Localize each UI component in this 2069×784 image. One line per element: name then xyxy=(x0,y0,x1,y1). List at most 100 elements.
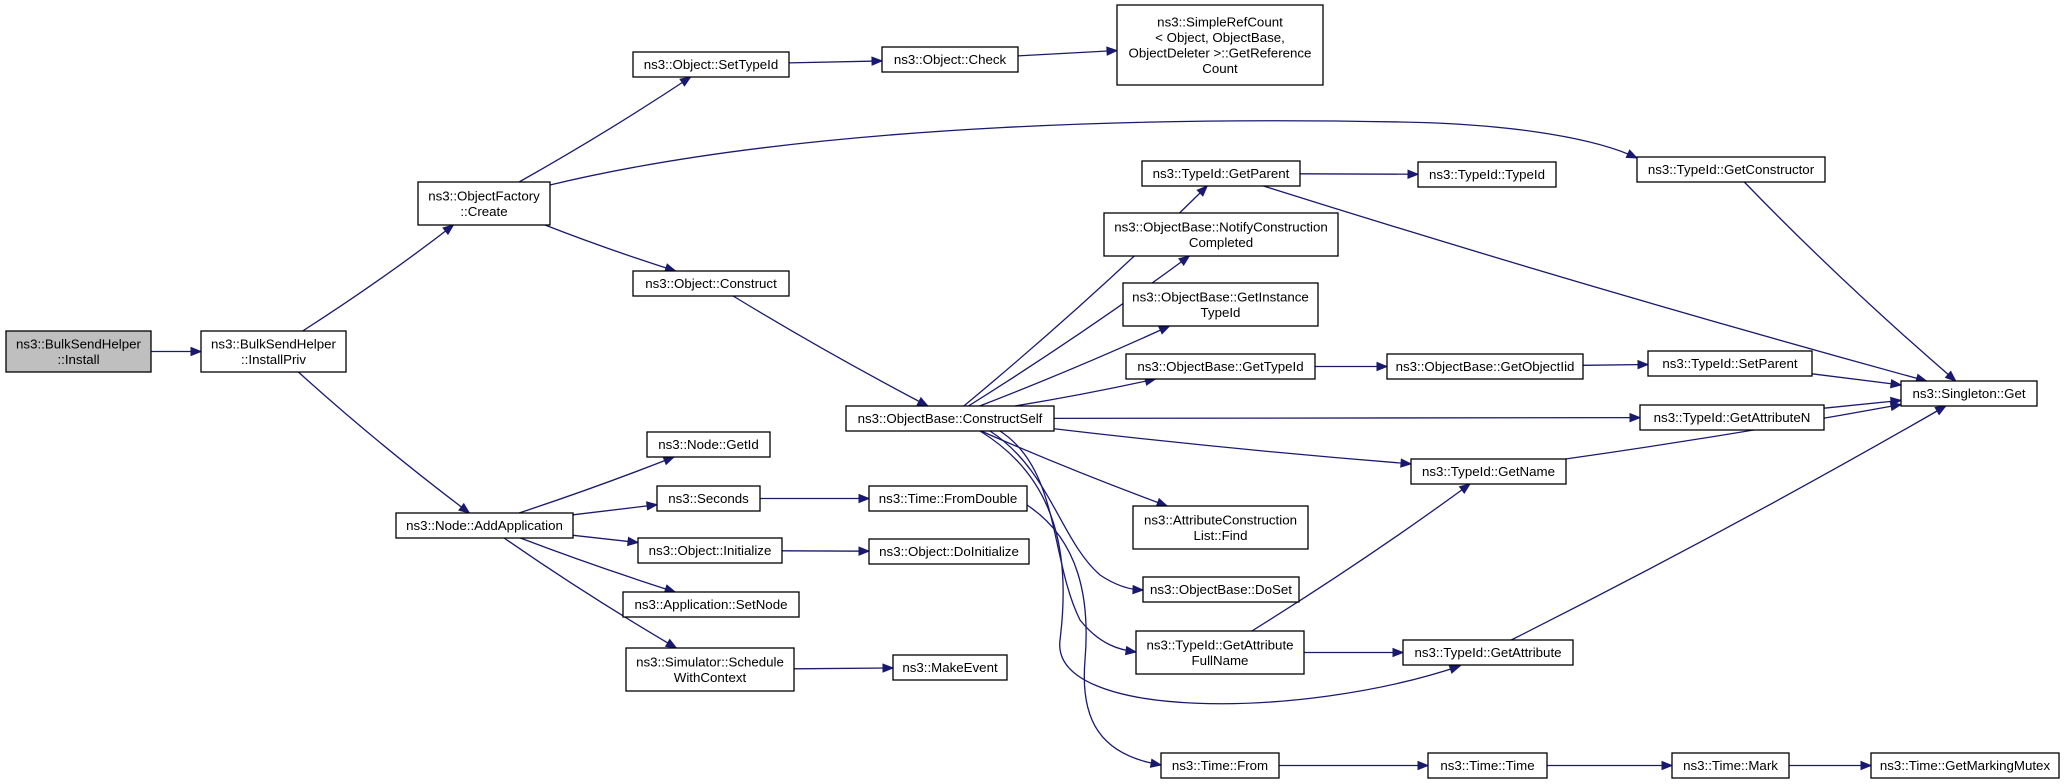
node-objectbase-gettypeid[interactable]: ns3::ObjectBase::GetTypeId xyxy=(1125,353,1316,380)
node-label: ns3::Time::Time xyxy=(1440,758,1534,773)
edge-objectbase-constructself-to-typeid-getattributen xyxy=(1053,416,1641,420)
node-objectbase-getobjectiid[interactable]: ns3::ObjectBase::GetObjectIid xyxy=(1386,353,1584,380)
arrowhead xyxy=(1629,412,1642,423)
node-label: ns3::TypeId::GetName xyxy=(1422,464,1555,479)
node-label: ns3::Object::Check xyxy=(894,52,1007,67)
node-typeid-getattributen[interactable]: ns3::TypeId::GetAttributeN xyxy=(1639,404,1825,431)
node-typeid-getattribute[interactable]: ns3::TypeId::GetAttribute xyxy=(1402,639,1574,666)
node-box xyxy=(868,485,1028,512)
node-label: ns3::TypeId::GetAttributeN xyxy=(1654,410,1811,425)
node-time-fromdouble[interactable]: ns3::Time::FromDouble xyxy=(868,485,1028,512)
node-label: ns3::ObjectBase::GetObjectIid xyxy=(1396,359,1575,374)
node-box xyxy=(1870,752,2060,779)
node-objectbase-constructself[interactable]: ns3::ObjectBase::ConstructSelf xyxy=(845,405,1055,432)
node-time-mark[interactable]: ns3::Time::Mark xyxy=(1671,752,1790,779)
node-label: ns3::TypeId::GetAttribute xyxy=(1146,637,1293,652)
node-box xyxy=(5,330,152,373)
arrowhead xyxy=(1157,325,1171,335)
node-node-addapplication[interactable]: ns3::Node::AddApplication xyxy=(395,512,574,539)
node-label: List::Find xyxy=(1194,528,1248,543)
arrowhead xyxy=(442,224,455,236)
node-object-doinitialize[interactable]: ns3::Object::DoInitialize xyxy=(868,538,1030,565)
node-typeid-setparent[interactable]: ns3::TypeId::SetParent xyxy=(1647,350,1813,377)
node-object-check[interactable]: ns3::Object::Check xyxy=(881,46,1019,73)
node-label: ns3::Time::FromDouble xyxy=(879,491,1017,506)
arrowhead xyxy=(662,456,676,466)
node-bulksend-installpriv[interactable]: ns3::BulkSendHelper::InstallPriv xyxy=(200,330,347,373)
edge-objectfactory-create-to-typeid-getconstructor xyxy=(549,120,1638,186)
node-label: ns3::Object::Initialize xyxy=(649,543,772,558)
node-typeid-getparent[interactable]: ns3::TypeId::GetParent xyxy=(1141,160,1301,187)
edge-simulator-schedulewithcontext-to-makeevent xyxy=(793,667,894,670)
node-object-construct[interactable]: ns3::Object::Construct xyxy=(632,270,790,297)
edge-object-settypeid-to-object-check xyxy=(788,60,883,64)
node-box xyxy=(632,270,790,297)
arrowhead xyxy=(458,502,471,514)
node-bulksend-install[interactable]: ns3::BulkSendHelper::Install xyxy=(5,330,152,373)
node-box xyxy=(845,405,1055,432)
node-box xyxy=(1141,160,1301,187)
edge-typeid-getname-to-singleton-get xyxy=(1565,403,1902,460)
node-box xyxy=(1125,353,1316,380)
node-box xyxy=(1647,350,1813,377)
node-objectbase-notify[interactable]: ns3::ObjectBase::NotifyConstructionCompl… xyxy=(1103,212,1339,257)
node-label: WithContext xyxy=(674,670,747,685)
node-label: ns3::Time::Mark xyxy=(1683,758,1778,773)
node-label: < Object, ObjectBase, xyxy=(1155,30,1285,45)
node-time-time[interactable]: ns3::Time::Time xyxy=(1427,752,1548,779)
node-label: ns3::Time::GetMarkingMutex xyxy=(1880,758,2051,773)
arrowhead xyxy=(1637,359,1650,370)
node-label: ns3::Object::SetTypeId xyxy=(644,57,779,72)
node-label: ns3::ObjectBase::DoSet xyxy=(1150,582,1292,597)
node-label: ns3::SimpleRefCount xyxy=(1157,14,1283,29)
node-typeid-typeid[interactable]: ns3::TypeId::TypeId xyxy=(1417,161,1557,188)
node-box xyxy=(200,330,347,373)
edge-objectfactory-create-to-object-construct xyxy=(544,224,676,272)
edge-bulksend-installpriv-to-objectfactory-create xyxy=(302,224,454,332)
node-box xyxy=(1122,282,1319,327)
node-box xyxy=(1135,630,1305,675)
node-simplerefcount[interactable]: ns3::SimpleRefCount< Object, ObjectBase,… xyxy=(1116,4,1324,86)
node-box xyxy=(632,51,790,78)
node-object-initialize[interactable]: ns3::Object::Initialize xyxy=(637,537,783,564)
edge-typeid-getattributefullname-to-typeid-getname xyxy=(1251,483,1471,632)
node-label: ns3::BulkSendHelper xyxy=(16,336,141,351)
node-object-settypeid[interactable]: ns3::Object::SetTypeId xyxy=(632,51,790,78)
edge-typeid-getparent-to-singleton-get xyxy=(1263,185,1927,382)
node-time-from[interactable]: ns3::Time::From xyxy=(1160,752,1280,779)
node-time-getmarkingmutex[interactable]: ns3::Time::GetMarkingMutex xyxy=(1870,752,2060,779)
arrowhead xyxy=(1407,169,1420,179)
node-singleton-get[interactable]: ns3::Singleton::Get xyxy=(1900,380,2038,407)
node-label: ns3::MakeEvent xyxy=(902,660,998,675)
arrowhead xyxy=(871,56,884,66)
node-label: ns3::Time::From xyxy=(1172,758,1268,773)
node-node-getid[interactable]: ns3::Node::GetId xyxy=(646,431,771,458)
edge-typeid-getconstructor-to-singleton-get xyxy=(1743,181,1957,382)
edge-node-addapplication-to-node-getid xyxy=(518,456,675,514)
node-makeevent[interactable]: ns3::MakeEvent xyxy=(892,654,1008,681)
node-label: ns3::Node::AddApplication xyxy=(406,518,563,533)
node-objectfactory-create[interactable]: ns3::ObjectFactory::Create xyxy=(417,181,551,226)
node-box xyxy=(1386,353,1584,380)
arrowhead xyxy=(190,346,203,357)
node-objectbase-doset[interactable]: ns3::ObjectBase::DoSet xyxy=(1142,576,1300,603)
node-box xyxy=(1402,639,1574,666)
edge-objectbase-constructself-to-objectbase-gettypeid xyxy=(1014,378,1156,407)
node-label: Completed xyxy=(1189,235,1253,250)
node-seconds[interactable]: ns3::Seconds xyxy=(656,485,761,512)
node-typeid-getconstructor[interactable]: ns3::TypeId::GetConstructor xyxy=(1636,156,1826,183)
edge-typeid-setparent-to-singleton-get xyxy=(1811,373,1902,386)
node-typeid-getname[interactable]: ns3::TypeId::GetName xyxy=(1410,458,1567,485)
arrowhead xyxy=(1132,584,1145,595)
edge-node-addapplication-to-application-setnode xyxy=(520,537,676,593)
edge-objectbase-constructself-to-objectbase-doset xyxy=(989,430,1144,591)
node-application-setnode[interactable]: ns3::Application::SetNode xyxy=(622,591,800,618)
node-label: ns3::Object::Construct xyxy=(645,276,777,291)
node-box xyxy=(1103,212,1339,257)
node-box xyxy=(395,512,574,539)
node-box xyxy=(1417,161,1557,188)
